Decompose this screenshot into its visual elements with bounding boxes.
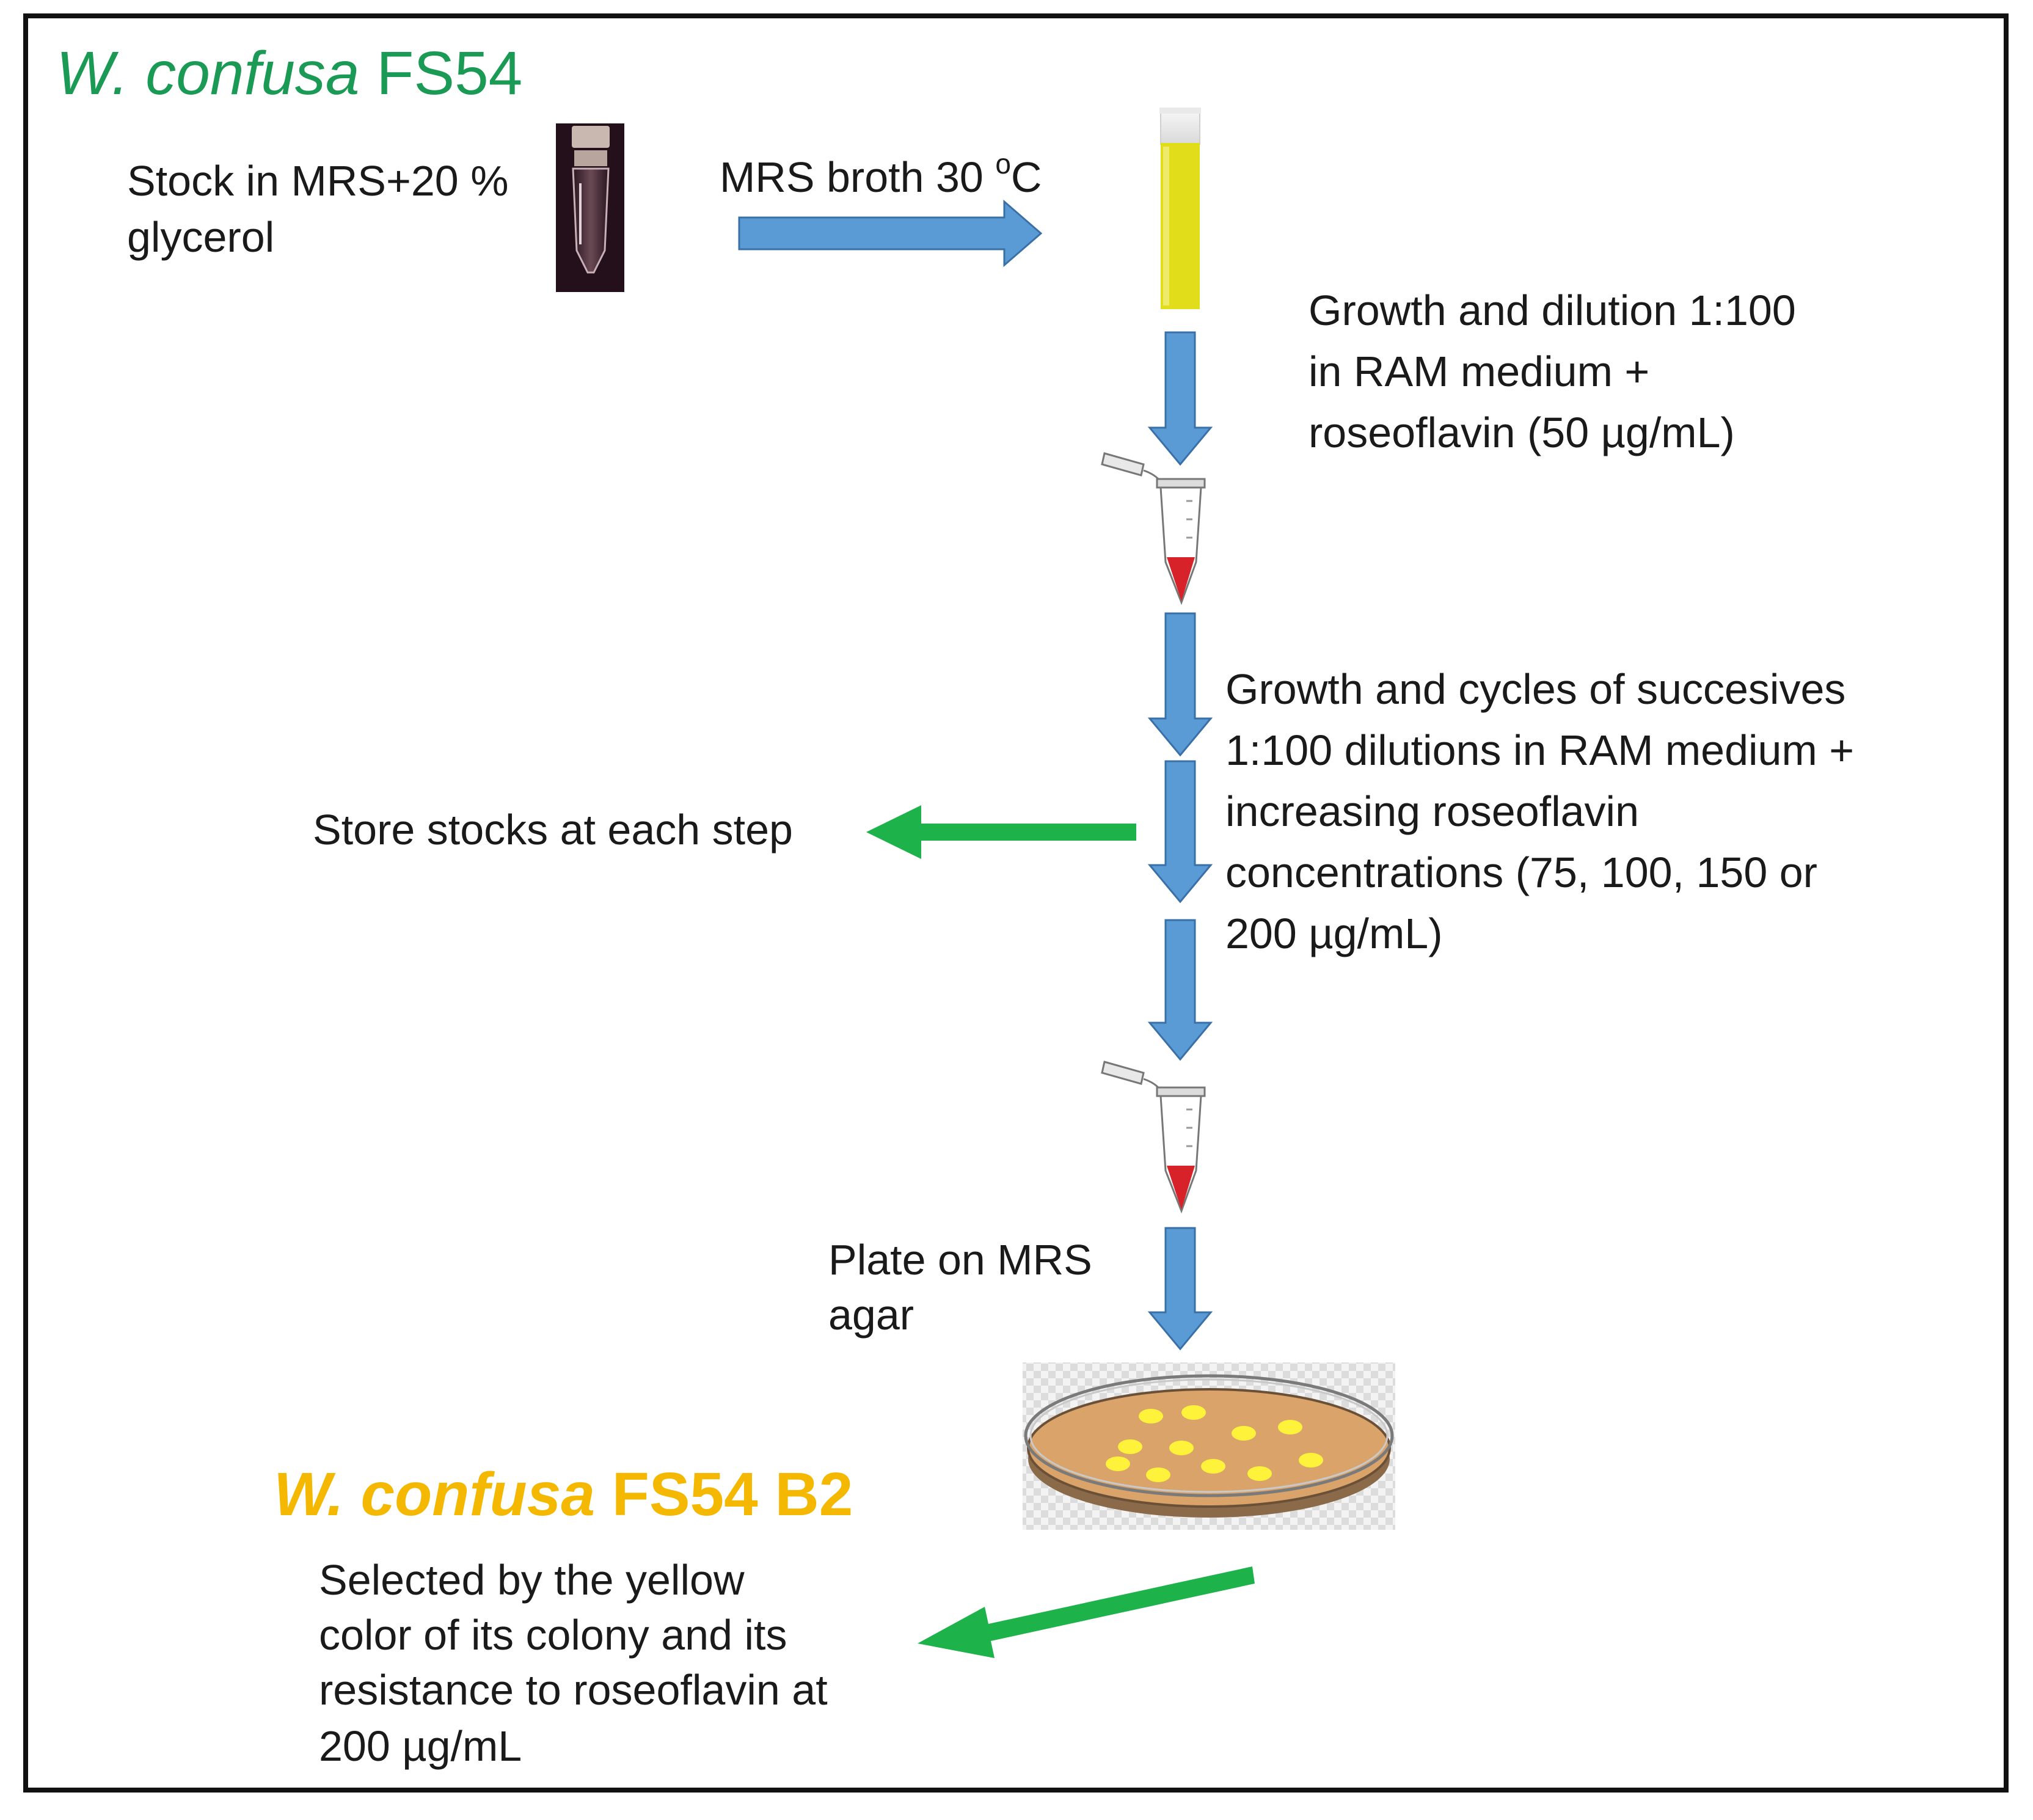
microtube-icon	[1101, 1061, 1206, 1214]
arrow-icon	[1147, 612, 1213, 757]
cryovial-icon	[556, 123, 624, 292]
label-broth-degree: o	[995, 148, 1011, 180]
title-strain-fs54-b2-rest: FS54 B2	[611, 1460, 853, 1529]
microtube-icon	[1101, 452, 1206, 605]
arrow-icon	[918, 1566, 1255, 1658]
label-selected-line3: resistance to roseoflavin at	[319, 1666, 828, 1714]
arrow-icon	[1147, 919, 1213, 1061]
arrow-icon	[738, 199, 1043, 268]
culture-tube-icon	[1159, 108, 1201, 309]
label-selected-line2: color of its colony and its	[319, 1611, 787, 1659]
label-growth1-line1: Growth and dilution 1:100	[1308, 287, 1796, 334]
arrow-icon	[1147, 1227, 1213, 1351]
label-growth2-line4: concentrations (75, 100, 150 or	[1225, 849, 1817, 896]
label-growth1-line2: in RAM medium +	[1308, 348, 1650, 395]
arrow-icon	[1147, 331, 1213, 466]
label-broth: MRS broth 30 oC	[720, 136, 1042, 205]
label-store-stocks: Store stocks at each step	[313, 806, 793, 853]
label-selected-line1: Selected by the yellow	[319, 1556, 745, 1604]
label-growth2-line2: 1:100 dilutions in RAM medium +	[1225, 726, 1855, 774]
petri-dish-icon	[1023, 1362, 1395, 1530]
label-growth2-line3: increasing roseoflavin	[1225, 788, 1640, 835]
label-broth-unit: C	[1010, 153, 1042, 201]
label-growth2-line5: 200 µg/mL)	[1225, 910, 1443, 957]
title-strain-fs54-italic: W. confusa	[56, 39, 360, 108]
arrow-icon	[1147, 760, 1213, 904]
colony-group	[1106, 1405, 1323, 1482]
arrow-icon	[866, 805, 1136, 859]
label-broth-text: MRS broth 30	[720, 153, 996, 201]
label-plate-line2: agar	[828, 1291, 914, 1339]
label-stock-line2: glycerol	[127, 213, 275, 261]
title-strain-fs54: W. confusa FS54	[56, 37, 522, 110]
title-strain-fs54-b2: W. confusa FS54 B2	[274, 1458, 853, 1531]
diagram-frame	[23, 13, 2009, 1793]
label-selected-line4: 200 µg/mL	[319, 1722, 522, 1770]
label-plate-line1: Plate on MRS	[828, 1236, 1092, 1284]
label-growth2-line1: Growth and cycles of succesives	[1225, 665, 1846, 713]
title-strain-fs54-rest: FS54	[376, 39, 523, 108]
label-growth1-line3: roseoflavin (50 µg/mL)	[1308, 409, 1735, 456]
label-stock-line1: Stock in MRS+20 %	[127, 157, 509, 205]
title-strain-fs54-b2-italic: W. confusa	[274, 1460, 595, 1529]
